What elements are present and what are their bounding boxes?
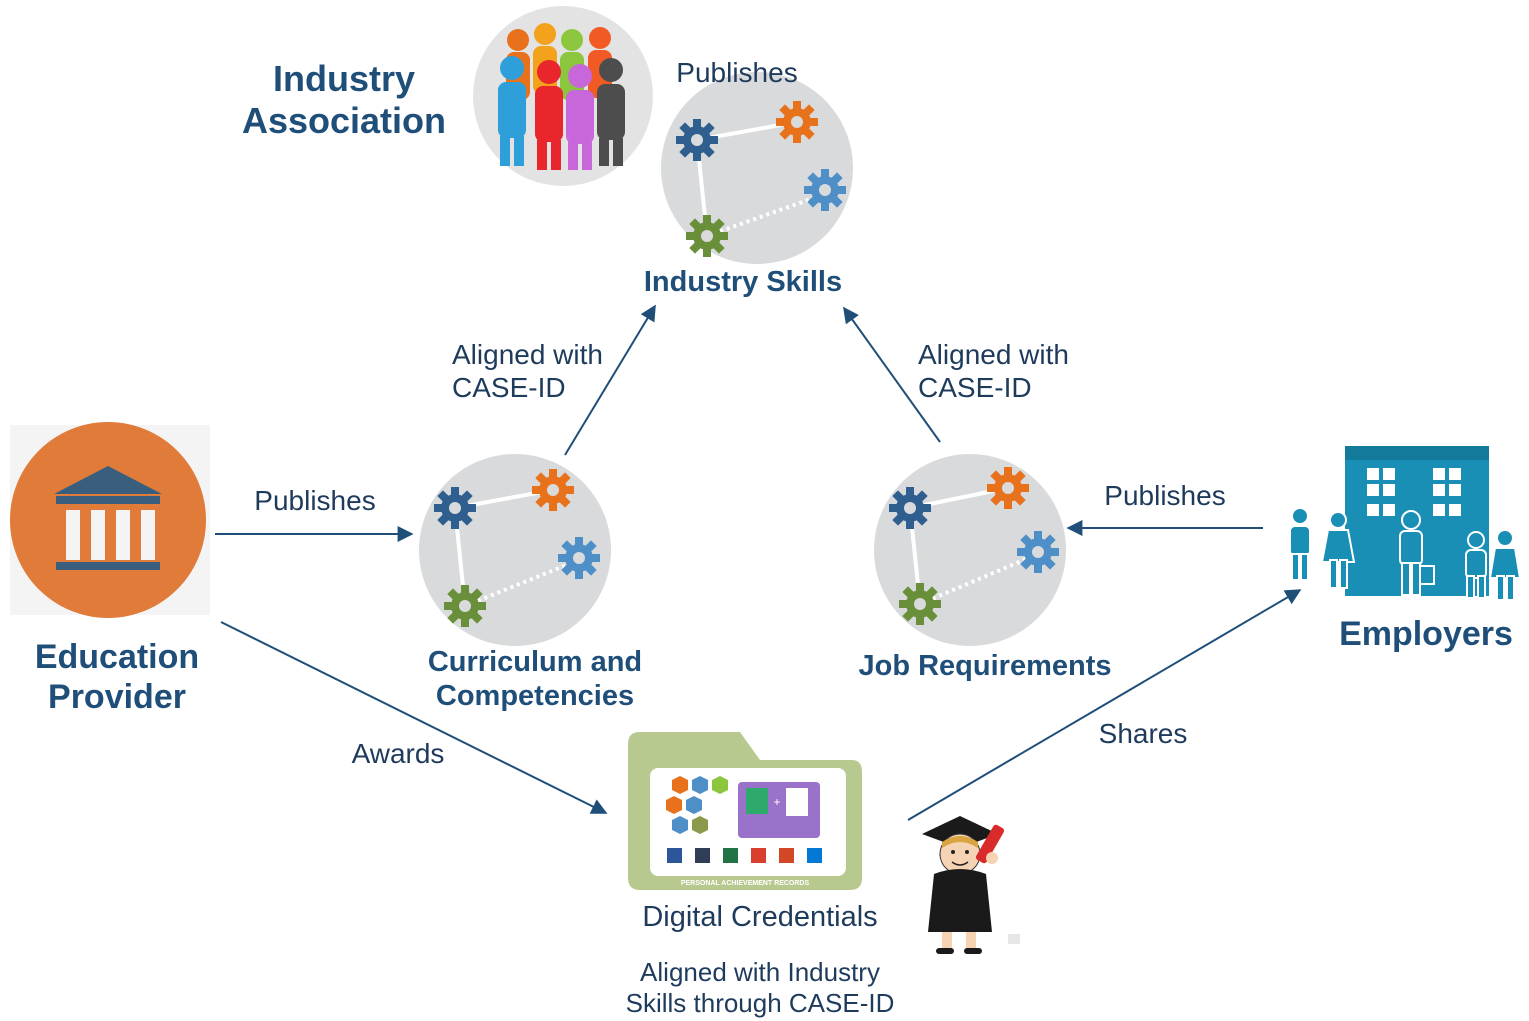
digital-credentials-label: Digital Credentials <box>642 901 878 933</box>
curriculum-aligned-label: Aligned with CASE-ID <box>452 339 603 404</box>
shares-label: Shares <box>1098 718 1188 749</box>
jobs-to-skills-arrow <box>843 306 941 443</box>
association-publishes-label: Publishes <box>676 57 798 88</box>
provider-to-credential-arrow <box>220 621 608 814</box>
graduate-to-employers-arrow <box>907 589 1302 821</box>
education-provider-label: Education Provider <box>34 638 200 717</box>
credential-alignment-note: Aligned with Industry Skills through CAS… <box>625 957 895 1018</box>
curriculum-label: Curriculum and Competencies <box>427 646 643 713</box>
bank-building-icon <box>10 422 210 618</box>
provider-publishes-label: Publishes <box>254 485 376 516</box>
curriculum-node-icon <box>419 454 611 646</box>
people-group-icon <box>473 6 653 186</box>
credential-folder-caption: PERSONAL ACHIEVEMENT RECORDS <box>681 880 810 887</box>
curriculum-to-skills-arrow <box>564 304 656 456</box>
employers-label: Employers <box>1339 615 1513 653</box>
industry-skills-label: Industry Skills <box>643 266 843 298</box>
job-aligned-label: Aligned with CASE-ID <box>918 339 1069 404</box>
job-requirements-label: Job Requirements <box>858 650 1112 682</box>
arrow-edges <box>215 304 1302 821</box>
office-building-people-icon <box>1289 446 1522 601</box>
credential-folder-icon: + PERSONAL ACHIEVEMENT RECORDS <box>628 732 862 890</box>
employer-publishes-label: Publishes <box>1104 480 1226 511</box>
industry-association-label: Industry Association <box>241 58 447 142</box>
graduate-cartoon-icon <box>922 816 1020 954</box>
job-requirements-node-icon <box>874 454 1066 646</box>
industry-skills-node-icon <box>661 72 853 264</box>
awards-label: Awards <box>351 738 445 769</box>
svg-text:+: + <box>773 795 780 809</box>
